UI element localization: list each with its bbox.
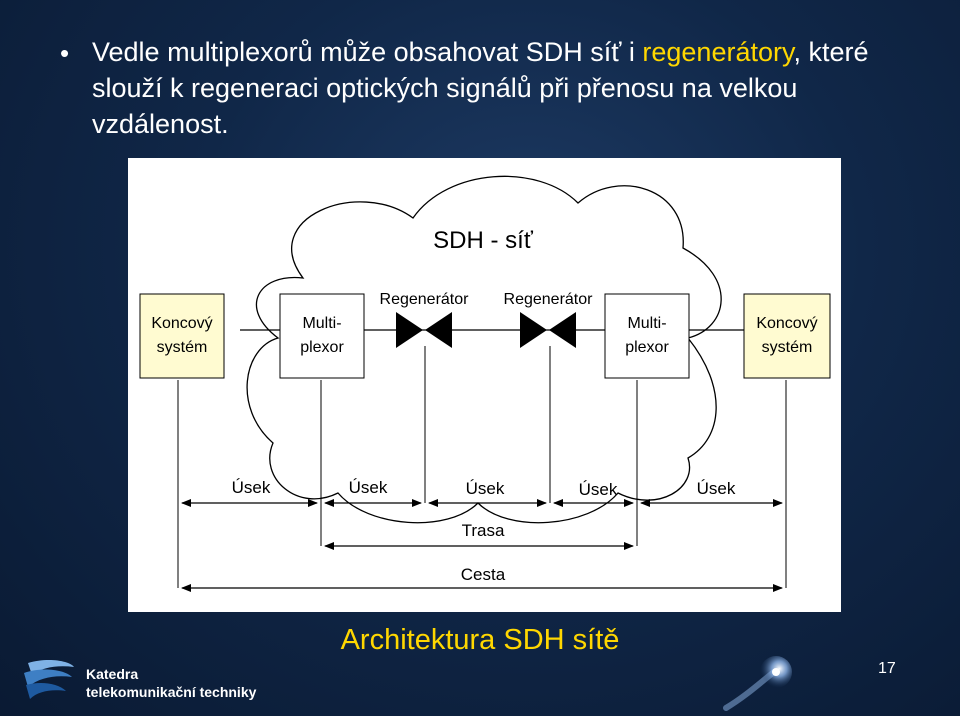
page-number: 17 bbox=[878, 660, 896, 677]
slide-caption: Architektura SDH sítě bbox=[340, 624, 620, 656]
section-label-5: Úsek bbox=[697, 479, 736, 498]
end-system-right-line2: systém bbox=[762, 339, 813, 356]
section-label-4: Úsek bbox=[579, 480, 618, 499]
network-cloud bbox=[246, 175, 722, 524]
section-label-3: Úsek bbox=[466, 479, 505, 498]
sdh-network-diagram: SDH - síť Koncový systém Koncový systém … bbox=[128, 158, 841, 612]
bullet-point: • Vedle multiplexorů může obsahovat SDH … bbox=[60, 34, 940, 142]
end-system-left-line2: systém bbox=[157, 339, 208, 356]
decorative-comet-icon bbox=[723, 656, 792, 711]
bullet-dot: • bbox=[60, 38, 70, 68]
bullet-text: Vedle multiplexorů může obsahovat SDH sí… bbox=[92, 34, 940, 142]
regenerator-right-label: Regenerátor bbox=[504, 291, 594, 308]
section-arrows bbox=[181, 499, 783, 592]
department-logo-icon bbox=[24, 660, 74, 699]
regenerator-right-icon bbox=[520, 312, 576, 348]
logo-line2: telekomunikační techniky bbox=[86, 684, 257, 700]
logo-line1: Katedra bbox=[86, 666, 139, 682]
reference-lines bbox=[177, 346, 787, 588]
multiplexer-right-line1: Multi- bbox=[627, 315, 666, 332]
end-system-left-line1: Koncový bbox=[151, 315, 212, 332]
multiplexer-left-line1: Multi- bbox=[302, 315, 341, 332]
regenerator-left-icon bbox=[396, 312, 452, 348]
logo-text: Katedra telekomunikační techniky bbox=[86, 665, 256, 701]
route-label: Cesta bbox=[461, 565, 506, 584]
end-system-right: Koncový systém bbox=[743, 293, 831, 379]
multiplexer-left-line2: plexor bbox=[300, 339, 344, 356]
bullet-text-before: Vedle multiplexorů může obsahovat SDH sí… bbox=[92, 37, 643, 67]
department-logo: Katedra telekomunikační techniky bbox=[18, 655, 278, 705]
bullet-text-after: , které slouží k regeneraci optických si… bbox=[92, 37, 869, 139]
end-system-right-line1: Koncový bbox=[756, 315, 817, 332]
path-label: Trasa bbox=[462, 521, 505, 540]
end-system-left: Koncový systém bbox=[139, 293, 225, 379]
regenerator-left-label: Regenerátor bbox=[380, 291, 470, 308]
bullet-highlight: regenerátory bbox=[642, 37, 794, 67]
section-label-1: Úsek bbox=[232, 478, 271, 497]
multiplexer-right: Multi- plexor bbox=[604, 293, 690, 379]
multiplexer-left: Multi- plexor bbox=[279, 293, 365, 379]
multiplexer-right-line2: plexor bbox=[625, 339, 669, 356]
diagram-title: SDH - síť bbox=[433, 227, 534, 254]
section-label-2: Úsek bbox=[349, 478, 388, 497]
